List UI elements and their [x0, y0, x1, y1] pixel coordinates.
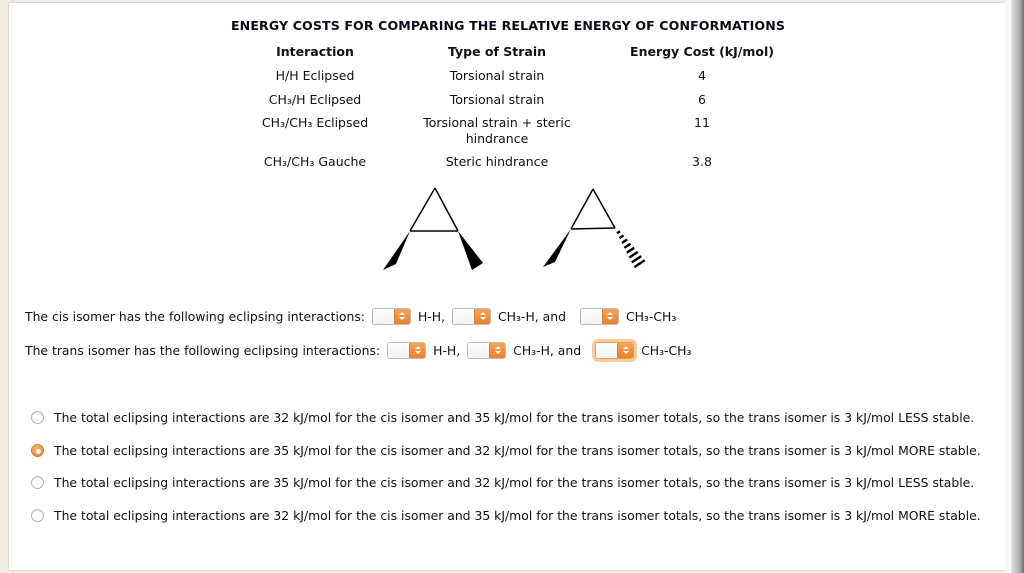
radio-button[interactable] — [31, 475, 44, 489]
cis-ch3ch3-label: CH₃-CH₃ — [625, 308, 677, 324]
cis-isomer-structure — [383, 187, 483, 270]
spinner-arrows-icon[interactable] — [474, 308, 491, 324]
trans-question-label: The trans isomer has the following eclip… — [25, 342, 381, 358]
table-cell: CH₃/H Eclipsed — [268, 91, 362, 107]
trans-ch3h-label: CH₃-H, and — [513, 342, 582, 358]
table-cell: H/H Eclipsed — [275, 67, 355, 83]
cis-ch3h-label: CH₃-H, and — [498, 308, 566, 324]
hashed-wedge-bond — [616, 230, 646, 269]
cis-question-row: The cis isomer has the following eclipsi… — [25, 304, 676, 328]
select-value — [388, 342, 410, 358]
trans-ch3ch3-label: CH₃-CH₃ — [641, 342, 692, 358]
table-cell: Torsional strain — [449, 91, 545, 107]
window-edge — [1011, 0, 1024, 573]
select-value — [453, 308, 475, 324]
answer-option-label: The total eclipsing interactions are 35 … — [54, 442, 981, 458]
answer-option-2[interactable]: The total eclipsing interactions are 35 … — [31, 441, 981, 459]
cis-hh-count-select[interactable] — [371, 307, 411, 325]
answer-option-label: The total eclipsing interactions are 35 … — [54, 474, 975, 490]
select-value — [372, 308, 394, 324]
answer-option-3[interactable]: The total eclipsing interactions are 35 … — [31, 473, 974, 491]
table-cell: Torsional strain — [449, 67, 545, 83]
radio-button[interactable] — [31, 443, 44, 457]
page-title: ENERGY COSTS FOR COMPARING THE RELATIVE … — [230, 18, 785, 33]
answer-option-1[interactable]: The total eclipsing interactions are 32 … — [31, 408, 974, 426]
cis-hh-label: H-H, — [417, 308, 446, 324]
table-cell: Steric hindrance — [445, 154, 549, 170]
table-header-type-of-strain: Type of Strain — [447, 44, 547, 59]
answer-option-label: The total eclipsing interactions are 32 … — [54, 507, 981, 523]
trans-ch3h-count-select[interactable] — [467, 341, 507, 359]
table-cell: Torsional strain + steric hindrance — [423, 115, 571, 146]
table-cell: 3.8 — [692, 154, 712, 170]
select-value — [468, 342, 490, 358]
answer-option-label: The total eclipsing interactions are 32 … — [54, 409, 975, 425]
trans-question-row: The trans isomer has the following eclip… — [25, 338, 691, 362]
table-cell: CH₃/CH₃ Eclipsed — [261, 115, 369, 131]
select-value — [580, 308, 602, 324]
page-margin — [1005, 0, 1011, 573]
table-cell: 6 — [698, 91, 706, 107]
spinner-arrows-icon[interactable] — [617, 342, 634, 358]
trans-ch3ch3-count-select[interactable] — [595, 341, 635, 359]
table-cell: 11 — [694, 115, 710, 131]
cis-question-label: The cis isomer has the following eclipsi… — [25, 308, 365, 324]
trans-hh-count-select[interactable] — [387, 341, 427, 359]
radio-button[interactable] — [31, 508, 44, 522]
table-cell: CH₃/CH₃ Gauche — [263, 154, 367, 170]
answer-option-4[interactable]: The total eclipsing interactions are 32 … — [31, 506, 981, 524]
cis-ch3h-count-select[interactable] — [452, 307, 492, 325]
content-panel: ENERGY COSTS FOR COMPARING THE RELATIVE … — [8, 2, 1006, 571]
spinner-arrows-icon[interactable] — [601, 308, 618, 324]
cis-ch3ch3-count-select[interactable] — [579, 307, 619, 325]
table-cell: 4 — [698, 67, 706, 83]
spinner-arrows-icon[interactable] — [409, 342, 426, 358]
radio-button[interactable] — [31, 410, 44, 424]
energy-cost-table: Interaction Type of Strain Energy Cost (… — [231, 40, 809, 174]
select-value — [596, 342, 618, 358]
spinner-arrows-icon[interactable] — [489, 342, 506, 358]
spinner-arrows-icon[interactable] — [393, 308, 410, 324]
trans-isomer-structure — [543, 188, 646, 269]
trans-hh-label: H-H, — [433, 342, 461, 358]
table-header-energy-cost: Energy Cost (kJ/mol) — [630, 44, 774, 59]
table-header-interaction: Interaction — [276, 44, 354, 59]
